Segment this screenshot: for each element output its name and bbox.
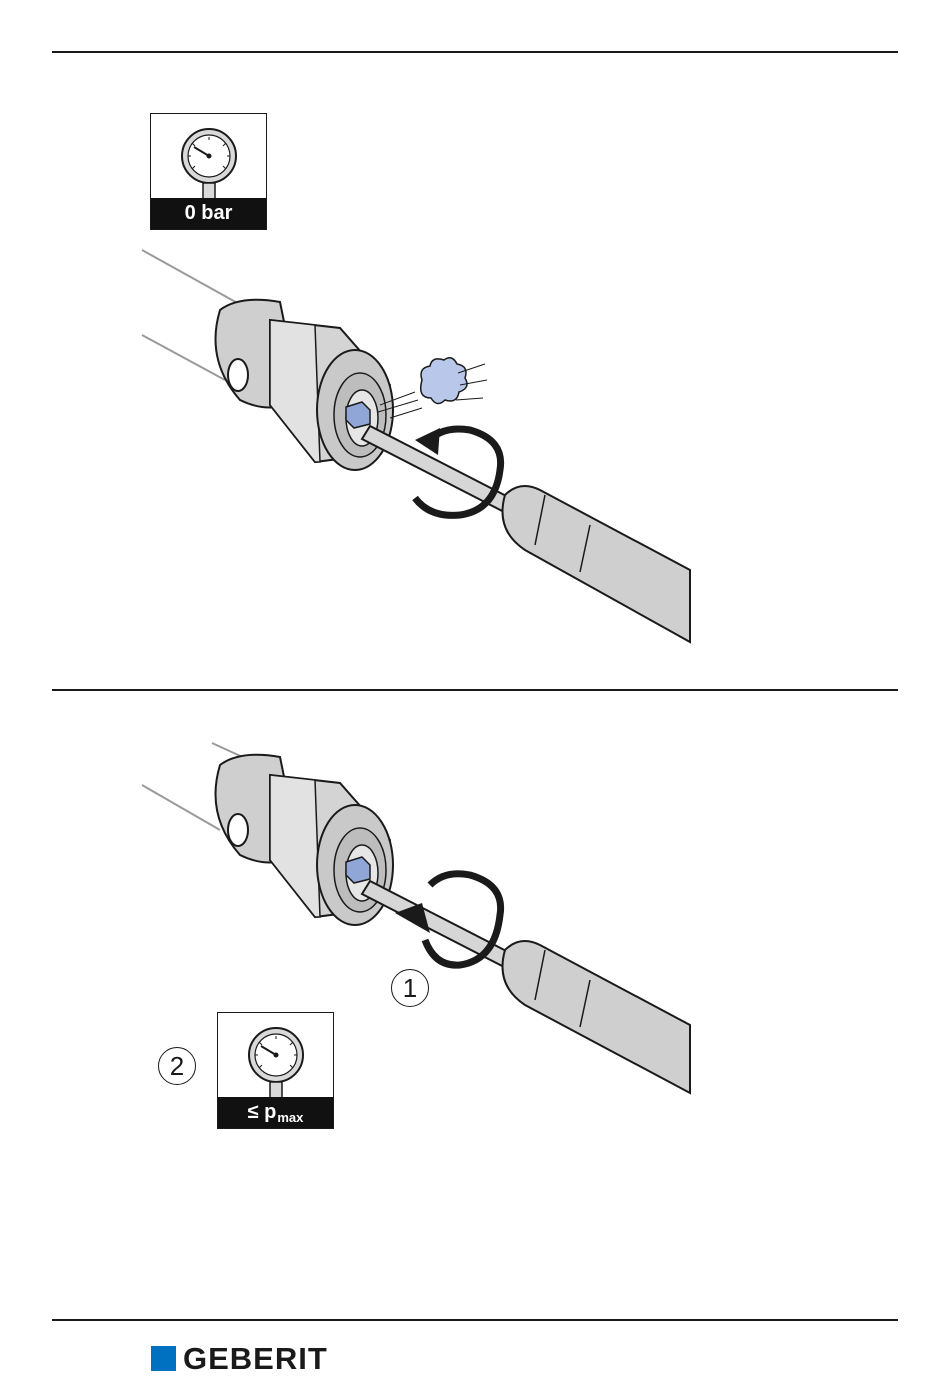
valve-insert [346,402,370,428]
gauge-label-prefix: ≤ p [248,1101,277,1124]
pipe-coupling [216,300,394,470]
logo-text: GEBERIT [183,1346,328,1371]
logo-square-icon [151,1346,176,1371]
screwdriver-handle [503,486,691,642]
pipe-coupling [216,755,394,925]
middle-divider [52,689,898,691]
top-divider [52,51,898,53]
step-number-1: 1 [391,969,429,1007]
valve-insert [346,857,370,883]
air-puff-icon [378,358,487,418]
screwdriver-handle [503,941,691,1093]
pipe-line [142,250,250,310]
illustration-open-valve [140,240,700,650]
gauge-label-zero-bar: 0 bar [151,198,266,229]
pipe-line [142,335,225,380]
step-number-2: 2 [158,1047,196,1085]
pressure-gauge-panel-zero: 0 bar [150,113,267,230]
pipe-line [142,785,220,830]
geberit-logo: GEBERIT [151,1346,328,1371]
gauge-label-subscript: max [277,1110,303,1125]
footer-divider [52,1319,898,1321]
rotate-clockwise-icon [395,874,501,965]
pressure-gauge-icon [151,114,268,200]
pressure-gauge-icon [218,1013,335,1099]
